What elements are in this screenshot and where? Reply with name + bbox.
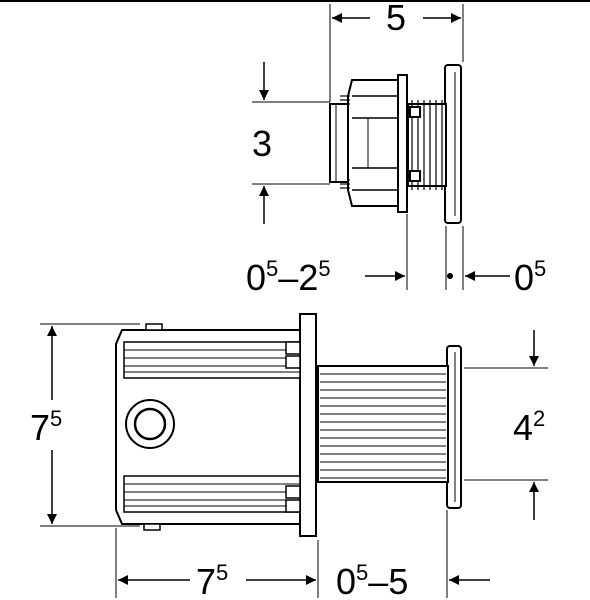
bottom-dimension-lines [47, 326, 539, 585]
top-flange [397, 74, 408, 213]
dim-bottom-depth: 75 [196, 560, 228, 600]
bottom-port-inner [133, 407, 167, 441]
dim-bottom-height: 75 [30, 406, 62, 448]
top-extension-lines [252, 4, 464, 290]
dim-bottom-extension: 05–5 [336, 560, 408, 600]
bottom-housing-flange [299, 313, 317, 537]
top-cover-plate [444, 64, 462, 224]
dim-top-height: 3 [252, 123, 272, 164]
top-push-cap [329, 103, 349, 183]
bottom-extension-lines [40, 323, 548, 598]
dim-top-plate: 05 [514, 256, 546, 298]
top-component [329, 64, 462, 224]
bottom-component [115, 313, 462, 537]
dim-bottom-diameter: 42 [513, 406, 545, 448]
dim-top-width: 5 [386, 0, 406, 38]
top-body [347, 79, 399, 207]
top-plate-dot [447, 273, 453, 279]
bottom-sleeve [317, 365, 449, 483]
dim-top-adjust: 05–25 [246, 256, 331, 298]
top-dimension-lines [259, 13, 510, 281]
bottom-cover-plate [446, 345, 462, 509]
